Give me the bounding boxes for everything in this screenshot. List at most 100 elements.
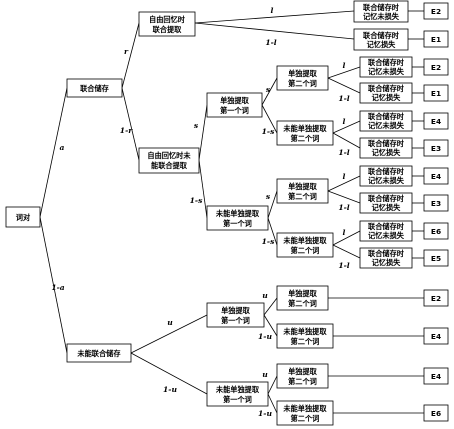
- node-memory-7: 联合储存时 记忆未损失: [359, 165, 413, 187]
- branch-label-1-u: 1-u: [163, 385, 177, 394]
- branch-label-r: r: [124, 47, 129, 56]
- node-not-single-extract-second-d: 未能单独提取 第二个词: [276, 400, 334, 426]
- outcome-label: E2: [431, 63, 441, 72]
- outcome-label: E6: [431, 409, 441, 418]
- branch-label-1-s: 1-s: [262, 127, 275, 136]
- outcome-box-4: E1: [423, 84, 449, 102]
- node-label-line1: 单独提取: [288, 289, 318, 298]
- branch-label-s: s: [194, 121, 199, 130]
- branch-label-l: l: [271, 6, 274, 15]
- branch-label-l: l: [343, 172, 346, 181]
- node-free-recall-joint-line2: 联合提取: [153, 25, 183, 34]
- node-memory-6: 联合储存时 记忆损失: [359, 137, 413, 159]
- branch-label-s: s: [266, 192, 271, 201]
- node-label-line1: 未能单独提取: [282, 404, 327, 413]
- node-label-line1: 单独提取: [288, 69, 318, 78]
- node-free-recall-not-joint-line2: 能联合提取: [151, 161, 188, 170]
- node-label-line1: 单独提取: [221, 306, 251, 315]
- node-label-line2: 第二个词: [291, 246, 320, 255]
- node-free-recall-not-joint-line1: 自由回忆时未: [147, 151, 191, 160]
- node-label-line2: 第二个词: [288, 192, 317, 201]
- node-label-line2: 第一个词: [220, 106, 249, 115]
- node-label-line2: 记忆未损失: [368, 176, 405, 185]
- node-single-extract-first-upper: 单独提取 第一个词: [206, 92, 263, 118]
- branch-label-1-l: 1-l: [265, 38, 276, 47]
- branch-label-1-u: 1-u: [258, 332, 272, 341]
- node-label-line1: 未能单独提取: [215, 209, 260, 218]
- node-label-line2: 第二个词: [288, 299, 317, 308]
- node-label-line2: 第二个词: [288, 79, 317, 88]
- branch-label-1-u: 1-u: [258, 409, 272, 418]
- node-memory-1: 联合储存时 记忆未损失: [353, 0, 409, 23]
- node-not-joint-storage: 未能联合储存: [66, 343, 132, 363]
- outcome-label: E5: [431, 254, 441, 263]
- node-label-line1: 单独提取: [220, 96, 250, 105]
- outcome-label: E3: [431, 144, 441, 153]
- node-label-line2: 第二个词: [288, 377, 317, 386]
- node-not-single-extract-first-lower: 未能单独提取 第一个词: [206, 381, 269, 407]
- outcome-box-6: E3: [423, 139, 449, 157]
- outcome-label: E1: [431, 35, 441, 44]
- branch-label-1-r: 1-r: [120, 126, 133, 135]
- node-single-extract-second-c: 单独提取 第二个词: [276, 285, 329, 311]
- node-single-extract-second-d: 单独提取 第二个词: [276, 363, 329, 389]
- node-label-line1: 单独提取: [288, 367, 318, 376]
- node-label-line2: 第二个词: [291, 414, 320, 423]
- node-label-line2: 记忆损失: [372, 203, 402, 212]
- outcome-box-7: E4: [423, 167, 449, 185]
- node-label-line2: 第一个词: [221, 316, 250, 325]
- node-label-line1: 联合储存时: [368, 84, 405, 93]
- node-label-line2: 记忆损失: [372, 258, 402, 267]
- node-label-line2: 记忆未损失: [368, 121, 405, 130]
- node-not-single-extract-second-b: 未能单独提取 第二个词: [276, 232, 334, 258]
- outcome-label: E4: [431, 172, 441, 181]
- outcome-box-1: E2: [423, 2, 449, 20]
- node-label-line2: 记忆损失: [367, 40, 397, 49]
- branch-label-1-s: 1-s: [190, 196, 203, 205]
- outcome-label: E4: [431, 117, 441, 126]
- tree-edges: [39, 10, 424, 414]
- node-label-line1: 联合储存时: [368, 249, 405, 258]
- node-label-line1: 联合储存时: [368, 58, 405, 67]
- branch-label-1-l: 1-l: [338, 94, 349, 103]
- branch-labels: a 1-a r 1-r l 1-l s 1-s s 1-s s 1-s l 1-…: [51, 6, 349, 418]
- node-label-line1: 单独提取: [288, 182, 318, 191]
- node-memory-9: 联合储存时 记忆未损失: [359, 220, 413, 242]
- branch-label-l: l: [343, 61, 346, 70]
- node-free-recall-joint-line1: 自由回忆时: [149, 15, 186, 24]
- node-label-line2: 第一个词: [223, 395, 252, 404]
- node-root-label: 词对: [16, 213, 31, 222]
- node-memory-5: 联合储存时 记忆未损失: [359, 110, 413, 132]
- outcome-label: E4: [431, 332, 441, 341]
- node-single-extract-first-lower: 单独提取 第一个词: [206, 302, 265, 328]
- node-not-single-extract-first-upper: 未能单独提取 第一个词: [206, 205, 269, 231]
- node-label-line1: 联合储存时: [363, 31, 400, 40]
- outcome-box-9: E6: [423, 222, 449, 240]
- node-free-recall-not-joint: 自由回忆时未 能联合提取: [138, 147, 200, 174]
- outcome-label: E2: [431, 294, 441, 303]
- node-memory-4: 联合储存时 记忆损失: [359, 82, 413, 104]
- branch-label-1-s: 1-s: [262, 237, 275, 246]
- node-not-single-extract-second-a: 未能单独提取 第二个词: [276, 120, 334, 146]
- node-label-line1: 联合储存时: [363, 3, 400, 12]
- branch-label-1-l: 1-l: [338, 261, 349, 270]
- branch-label-u: u: [167, 318, 173, 327]
- node-label-line2: 记忆未损失: [368, 67, 405, 76]
- outcome-box-2: E1: [423, 30, 449, 48]
- outcome-label: E1: [431, 89, 441, 98]
- node-label-line1: 未能单独提取: [215, 385, 260, 394]
- node-label-line2: 记忆损失: [372, 93, 402, 102]
- node-not-single-extract-second-c: 未能单独提取 第二个词: [276, 323, 334, 349]
- node-label-line1: 未能单独提取: [282, 124, 327, 133]
- outcome-label: E2: [431, 7, 441, 16]
- outcome-box-10: E5: [423, 249, 449, 267]
- branch-label-a: a: [60, 143, 65, 152]
- node-label-line2: 第一个词: [223, 219, 252, 228]
- outcome-label: E6: [431, 227, 441, 236]
- branch-label-s: s: [266, 85, 271, 94]
- node-memory-8: 联合储存时 记忆损失: [359, 192, 413, 214]
- outcome-box-11: E2: [423, 289, 449, 307]
- node-label-line1: 联合储存时: [368, 112, 405, 121]
- outcome-box-8: E3: [423, 194, 449, 212]
